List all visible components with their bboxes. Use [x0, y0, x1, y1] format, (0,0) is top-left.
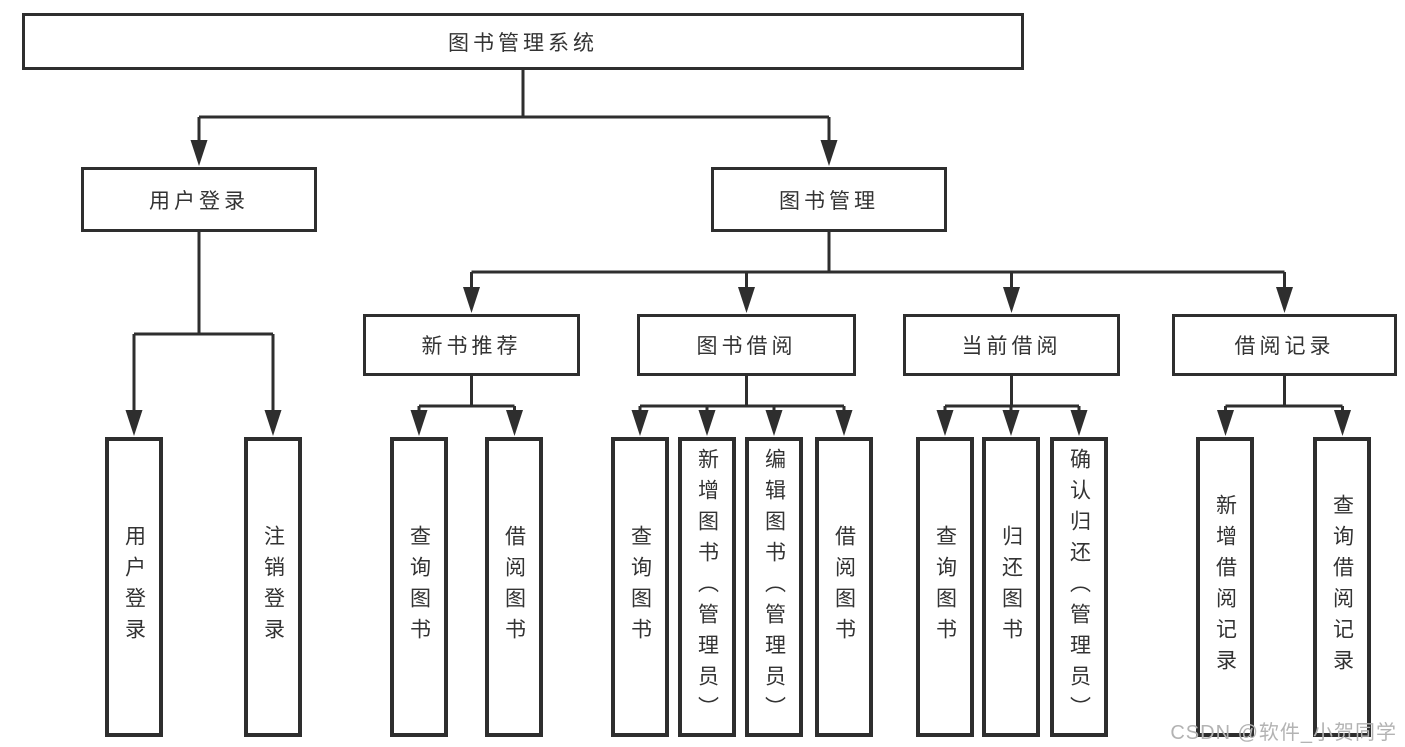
leaf-current-return-book: 归还图书 [982, 437, 1040, 737]
watermark: CSDN @软件_小贺同学 [1170, 722, 1397, 744]
leaf-borrow-edit-book-admin-label: 编辑图书（管理员） [762, 447, 786, 727]
node-book-manage-label: 图书管理 [779, 189, 879, 213]
arrow-down-icon [410, 410, 428, 436]
leaf-recommend-borrow-book-label: 借阅图书 [502, 525, 526, 649]
leaf-current-query-book-label: 查询图书 [933, 525, 957, 649]
connector-root-to-level2 [197, 70, 831, 141]
node-user-login: 用户登录 [81, 167, 317, 232]
leaf-borrow-add-book-admin-label: 新增图书（管理员） [695, 447, 719, 727]
node-book-manage: 图书管理 [711, 167, 947, 232]
node-user-login-label: 用户登录 [149, 189, 249, 213]
leaf-current-confirm-return-admin: 确认归还（管理员） [1050, 437, 1108, 737]
connector-book-manage-to-level3 [470, 232, 1286, 288]
arrow-down-icon [506, 410, 523, 436]
leaf-borrow-query-book: 查询图书 [611, 437, 669, 737]
connector-book-borrow-to-leaves [638, 376, 846, 411]
node-borrow-record: 借阅记录 [1172, 314, 1397, 376]
node-book-borrow: 图书借阅 [637, 314, 856, 376]
leaf-logout-login-label: 注销登录 [261, 525, 285, 649]
connector-borrow-record-to-leaves [1224, 376, 1344, 411]
leaf-current-confirm-return-admin-label: 确认归还（管理员） [1067, 447, 1091, 727]
arrow-down-icon [1217, 410, 1234, 436]
node-root: 图书管理系统 [22, 13, 1024, 70]
arrow-down-icon [1276, 287, 1293, 313]
leaf-recommend-query-book-label: 查询图书 [407, 525, 431, 649]
arrow-down-icon [1334, 410, 1351, 436]
leaf-borrow-edit-book-admin: 编辑图书（管理员） [745, 437, 803, 737]
connector-lines [132, 70, 1344, 411]
leaf-current-query-book: 查询图书 [916, 437, 974, 737]
arrow-down-icon [738, 287, 755, 313]
arrowhead-icons [125, 140, 1351, 436]
node-borrow-record-label: 借阅记录 [1234, 335, 1335, 358]
leaf-current-return-book-label: 归还图书 [999, 525, 1023, 649]
arrow-down-icon [698, 410, 716, 436]
leaf-borrow-borrow-book-label: 借阅图书 [832, 525, 856, 649]
arrow-down-icon [125, 410, 143, 436]
leaf-recommend-query-book: 查询图书 [390, 437, 448, 737]
arrow-down-icon [264, 410, 282, 436]
arrow-down-icon [463, 287, 480, 313]
leaf-record-query-record-label: 查询借阅记录 [1330, 494, 1354, 680]
node-current-borrow-label: 当前借阅 [961, 335, 1062, 358]
arrow-down-icon [820, 140, 838, 166]
node-new-book-recommend: 新书推荐 [363, 314, 580, 376]
leaf-user-login-label: 用户登录 [122, 525, 146, 649]
leaf-record-query-record: 查询借阅记录 [1313, 437, 1371, 737]
arrow-down-icon [936, 410, 954, 436]
node-current-borrow: 当前借阅 [903, 314, 1120, 376]
arrow-down-icon [631, 410, 649, 436]
arrow-down-icon [190, 140, 208, 166]
leaf-record-add-record: 新增借阅记录 [1196, 437, 1254, 737]
arrow-down-icon [835, 410, 853, 436]
node-new-book-recommend-label: 新书推荐 [421, 335, 522, 358]
arrow-down-icon [765, 410, 783, 436]
leaf-borrow-borrow-book: 借阅图书 [815, 437, 873, 737]
leaf-borrow-query-book-label: 查询图书 [628, 525, 652, 649]
arrow-down-icon [1003, 287, 1020, 313]
connector-current-borrow-to-leaves [943, 376, 1081, 411]
leaf-record-add-record-label: 新增借阅记录 [1213, 494, 1237, 680]
node-root-label: 图书管理系统 [448, 31, 598, 55]
connector-user-login-to-leaves [132, 232, 275, 411]
arrow-down-icon [1070, 410, 1088, 436]
leaf-recommend-borrow-book: 借阅图书 [485, 437, 543, 737]
leaf-user-login: 用户登录 [105, 437, 163, 737]
arrow-down-icon [1002, 410, 1020, 436]
leaf-borrow-add-book-admin: 新增图书（管理员） [678, 437, 736, 737]
node-book-borrow-label: 图书借阅 [696, 335, 797, 358]
leaf-logout-login: 注销登录 [244, 437, 302, 737]
connector-new-book-recommend-to-leaves [417, 376, 516, 411]
